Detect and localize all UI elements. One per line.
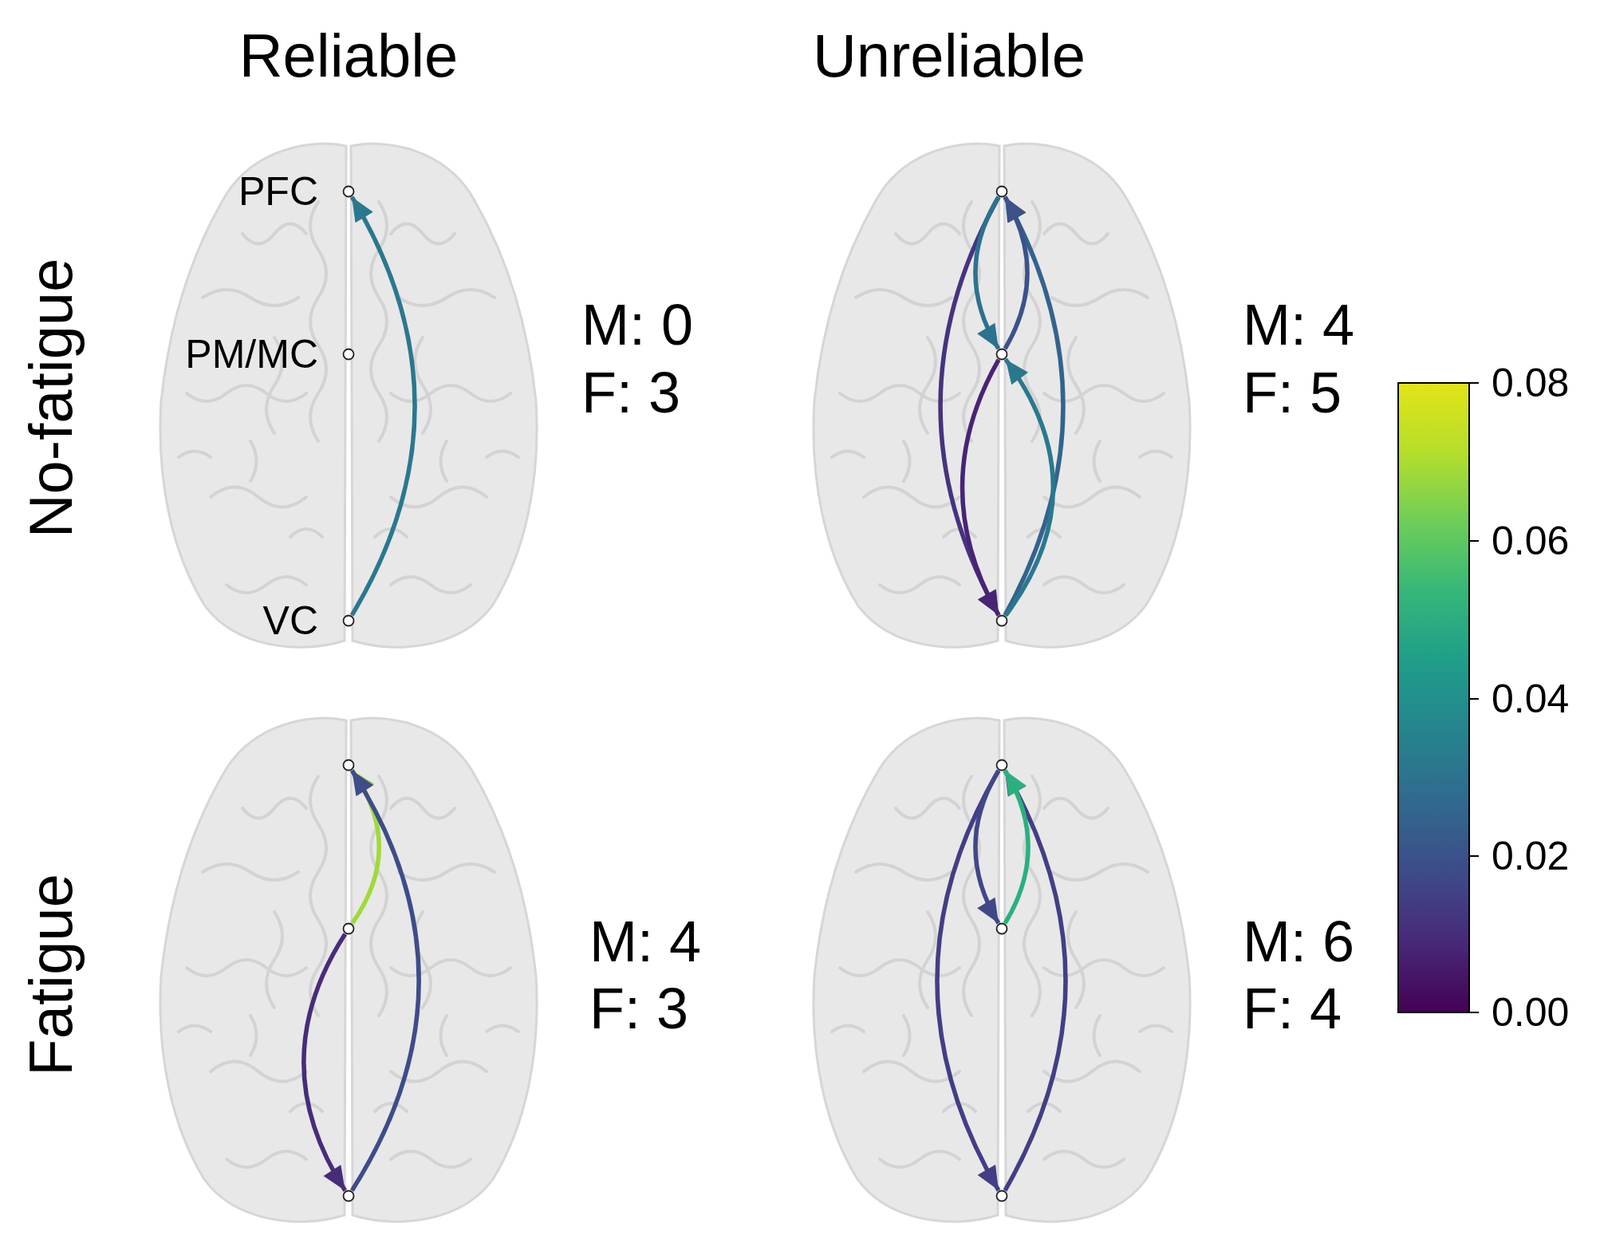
arrowhead: [323, 1164, 345, 1191]
arrowhead: [1005, 358, 1029, 385]
region-circle: [342, 758, 355, 772]
region-circle: [342, 922, 355, 935]
region-node: [995, 347, 1009, 361]
arrowhead: [1004, 770, 1027, 797]
connectivity-arrow: [962, 359, 1000, 615]
connectivity-arrow: [351, 770, 419, 1191]
brain-illustration: [160, 717, 537, 1222]
connectivity-arrow: [1004, 770, 1029, 923]
count-text: M: 4: [589, 912, 702, 970]
connectivity-arrow: [1005, 358, 1054, 615]
region-node: [995, 185, 1009, 198]
count-text: F: 4: [1242, 979, 1342, 1037]
colorbar-tick-label: 0.00: [1491, 992, 1569, 1033]
connectivity-arrow: [975, 770, 999, 923]
region-circle: [342, 614, 355, 627]
colorbar-tick-label: 0.08: [1491, 362, 1569, 403]
connectivity-arrow: [303, 933, 346, 1191]
region-node: PFC: [342, 185, 355, 198]
count-text: F: 3: [589, 979, 689, 1037]
connectivity-arrow: [1004, 197, 1064, 615]
colorbar-ticks: [1469, 382, 1479, 1013]
region-node: VC: [342, 614, 355, 627]
count-text: M: 4: [1242, 295, 1355, 354]
colorbar: [1398, 382, 1470, 1013]
count-text: F: 3: [581, 363, 681, 422]
arrowhead: [977, 323, 999, 349]
column-title: Unreliable: [812, 25, 1086, 87]
region-node: [995, 614, 1009, 627]
colorbar-tick-label: 0.02: [1491, 835, 1569, 876]
region-node: [995, 922, 1009, 935]
region-node: [342, 1189, 355, 1202]
column-title: Reliable: [239, 25, 459, 87]
region-node: [995, 758, 1009, 772]
colorbar-tick-label: 0.06: [1491, 520, 1569, 561]
count-text: M: 6: [1242, 912, 1355, 970]
region-node: PM/MC: [342, 347, 355, 361]
region-circle: [995, 347, 1009, 361]
arrowhead: [1004, 197, 1026, 223]
arrowhead: [977, 897, 999, 923]
row-title: Fatigue: [20, 873, 82, 1076]
colorbar-tick-label: 0.04: [1491, 678, 1569, 719]
region-circle: [995, 922, 1009, 935]
region-circle: [342, 1189, 355, 1202]
region-circle: [995, 1189, 1009, 1202]
connectivity-arrow: [1004, 197, 1028, 349]
region-label: VC: [263, 600, 319, 641]
region-label: PM/MC: [185, 334, 319, 375]
brain-illustration: [813, 143, 1191, 647]
region-node: [342, 758, 355, 772]
region-circle: [995, 185, 1009, 198]
region-node: [342, 922, 355, 935]
region-circle: [342, 185, 355, 198]
region-node: [995, 1189, 1009, 1202]
count-text: F: 5: [1242, 363, 1342, 422]
brain-illustration: [160, 143, 537, 647]
count-text: M: 0: [581, 295, 694, 354]
connectivity-arrow: [1004, 770, 1066, 1191]
region-circle: [995, 758, 1009, 772]
connectivity-arrow: [351, 197, 415, 615]
connectivity-arrow: [937, 770, 999, 1191]
brain-illustration: [813, 717, 1191, 1222]
row-title: No-fatigue: [20, 258, 82, 539]
connectivity-arrow: [940, 197, 999, 615]
arrowhead: [977, 1164, 999, 1191]
arrowhead: [351, 770, 374, 797]
region-circle: [342, 347, 355, 361]
connectivity-arrow: [975, 197, 999, 349]
region-circle: [995, 614, 1009, 627]
region-label: PFC: [238, 171, 319, 212]
arrowhead: [351, 197, 374, 223]
arrowhead: [977, 589, 999, 616]
